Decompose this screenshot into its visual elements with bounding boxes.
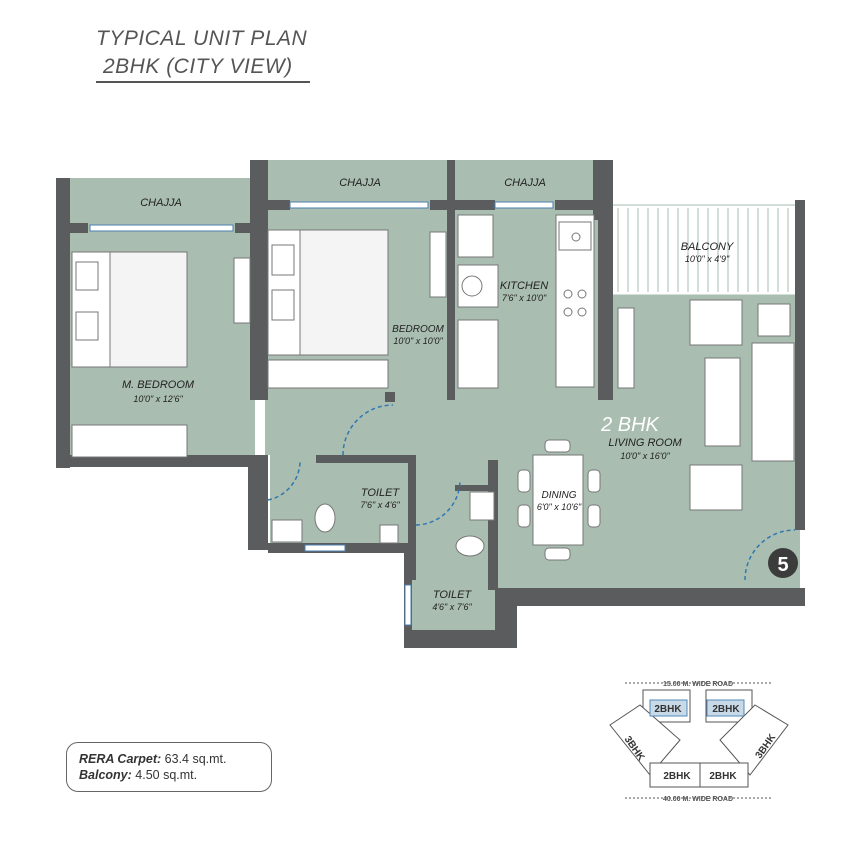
- dining-size: 6'0" x 10'6": [537, 502, 582, 512]
- key-plan-highlight-left: [649, 699, 688, 717]
- balcony-railing: [617, 208, 789, 292]
- balcony-area-row: Balcony: 4.50 sq.mt.: [79, 767, 259, 783]
- balcony-size: 10'0" x 4'9": [685, 254, 730, 264]
- living-room-label: LIVING ROOM: [608, 437, 682, 449]
- master-bedroom-label: M. BEDROOM: [122, 379, 195, 391]
- key-unit-1: 2BHK: [654, 704, 682, 715]
- unit-type-label: 2 BHK: [600, 414, 660, 436]
- master-bed-icon: [71, 251, 251, 458]
- balcony-area-label: Balcony:: [79, 768, 132, 782]
- chajja-left-label: CHAJJA: [140, 197, 182, 209]
- carpet-area-row: RERA Carpet: 63.4 sq.mt.: [79, 751, 259, 767]
- balcony-area-value: 4.50 sq.mt.: [135, 768, 198, 782]
- key-plan-top-road: 15.00 M. WIDE ROAD: [663, 681, 733, 688]
- toilet-fixtures-icon: [271, 491, 495, 557]
- plan-title: TYPICAL UNIT PLAN: [96, 27, 308, 50]
- area-summary-box: RERA Carpet: 63.4 sq.mt. Balcony: 4.50 s…: [66, 742, 272, 792]
- master-bedroom-size: 10'0" x 12'6": [133, 394, 183, 404]
- windows: [89, 201, 554, 626]
- carpet-area-label: RERA Carpet:: [79, 752, 162, 766]
- toilet2-label: TOILET: [433, 589, 473, 601]
- kitchen-size: 7'6" x 10'0": [502, 293, 547, 303]
- key-plan-bottom-road: 40.00 M. WIDE ROAD: [663, 796, 733, 803]
- chajja-mid-label: CHAJJA: [339, 177, 381, 189]
- key-unit-2: 2BHK: [712, 704, 740, 715]
- kitchen-counter-icon: [457, 214, 595, 389]
- toilet1-label: TOILET: [361, 487, 401, 499]
- chajja-right-label: CHAJJA: [504, 177, 546, 189]
- plan-subtitle: 2BHK (CITY VIEW): [103, 55, 293, 78]
- door-swings: [267, 404, 796, 581]
- key-plan-highlight-right: [706, 699, 745, 717]
- balcony-label: BALCONY: [681, 241, 734, 253]
- bed-icon: [267, 229, 447, 389]
- dining-table-icon: [517, 439, 601, 561]
- title-underline: [96, 81, 310, 83]
- bedroom-size: 10'0" x 10'0": [393, 336, 443, 346]
- balcony-area: [607, 204, 799, 296]
- living-room-size: 10'0" x 16'0": [620, 451, 670, 461]
- bedroom-label: BEDROOM: [392, 324, 444, 335]
- dining-label: DINING: [542, 490, 577, 501]
- living-furniture-icon: [617, 299, 795, 511]
- unit-number-badge: [768, 548, 798, 578]
- unit-number: 5: [777, 554, 788, 576]
- toilet2-size: 4'6" x 7'6": [432, 602, 472, 612]
- key-plan: 15.00 M. WIDE ROAD 2BHK 2BHK 3BHK 3BHK 2…: [609, 681, 789, 803]
- toilet1-size: 7'6" x 4'6": [360, 500, 400, 510]
- walls: [56, 160, 805, 648]
- key-unit-6: 2BHK: [709, 771, 737, 782]
- carpet-area-value: 63.4 sq.mt.: [164, 752, 227, 766]
- kitchen-label: KITCHEN: [500, 280, 548, 292]
- key-unit-5: 2BHK: [663, 771, 691, 782]
